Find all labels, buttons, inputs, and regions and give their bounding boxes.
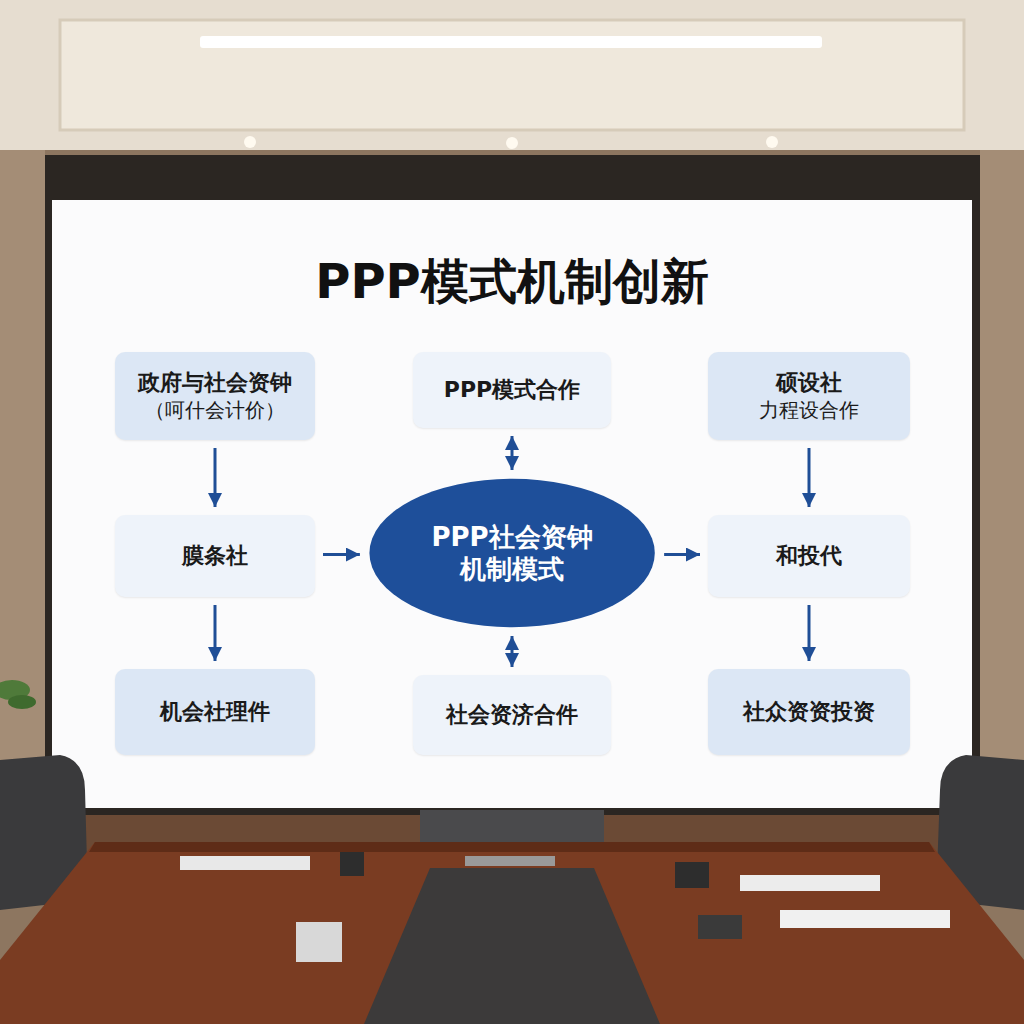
process-box: 政府与社会资钟（呵什会计价）: [115, 352, 315, 440]
node-content: 和投代: [776, 542, 842, 571]
ellipse-fill: [369, 479, 654, 628]
arrow-connector: [511, 636, 514, 667]
node-label: 机会社理件: [160, 698, 270, 727]
ellipse-shape: [368, 478, 656, 628]
process-box: 社众资资投资: [708, 669, 910, 755]
node-content: 政府与社会资钟（呵什会计价）: [138, 369, 292, 424]
node-label: 硕设社: [776, 369, 842, 398]
device: [675, 862, 709, 888]
device: [465, 856, 555, 866]
paper: [180, 856, 310, 870]
node-label: 膜条社: [182, 542, 248, 571]
node-content: 膜条社: [182, 542, 248, 571]
ceiling-light: [200, 36, 822, 48]
downlight: [244, 136, 256, 148]
title-text: PPP模式机制创新: [315, 253, 709, 309]
downlight: [506, 137, 518, 149]
process-box: PPP模式合作: [413, 352, 611, 428]
device: [340, 852, 364, 876]
arrow-connector: [214, 605, 217, 661]
paper: [740, 875, 880, 891]
process-box: 硕设社力程设合作: [708, 352, 910, 440]
arrow-connector: [808, 605, 811, 661]
node-content: 硕设社力程设合作: [759, 369, 859, 424]
device: [296, 922, 342, 962]
screen: [52, 200, 972, 808]
arrow-connector: [808, 448, 811, 507]
table: [0, 842, 1024, 1024]
device: [698, 915, 742, 939]
node-label: 社会资济合件: [446, 701, 578, 730]
node-label: PPP模式合作: [444, 376, 580, 405]
wall-panel: [980, 150, 1024, 850]
node-label: PPP社会资钟 机制模式: [420, 521, 605, 586]
node-label: 社众资资投资: [743, 698, 875, 727]
center-ellipse: PPP社会资钟 机制模式: [368, 478, 656, 628]
wall-panel: [0, 150, 45, 850]
arrow-connector: [323, 553, 360, 556]
downlight: [766, 136, 778, 148]
wall: [0, 150, 1024, 1024]
ceiling: [0, 0, 1024, 160]
node-content: PPP模式合作: [444, 376, 580, 405]
screen-frame: [45, 155, 980, 815]
node-sublabel: 力程设合作: [759, 397, 859, 423]
process-box: 机会社理件: [115, 669, 315, 755]
arrow-connector: [664, 553, 700, 556]
arrow-connector: [214, 448, 217, 507]
node-content: 机会社理件: [160, 698, 270, 727]
process-box: 社会资济合件: [413, 675, 611, 755]
table-edge: [89, 842, 935, 852]
plant: [8, 695, 36, 709]
node-label: 政府与社会资钟: [138, 369, 292, 398]
table-inlay: [364, 868, 660, 1024]
node-content: 社众资资投资: [743, 698, 875, 727]
arrow-connector: [511, 436, 514, 470]
node-content: PPP社会资钟 机制模式: [420, 521, 605, 586]
ceiling-coffer: [60, 20, 964, 130]
paper: [780, 910, 950, 928]
process-box: 膜条社: [115, 515, 315, 597]
process-box: 和投代: [708, 515, 910, 597]
node-content: 社会资济合件: [446, 701, 578, 730]
node-label: 和投代: [776, 542, 842, 571]
node-sublabel: （呵什会计价）: [145, 397, 285, 423]
diagram-title: PPP模式机制创新: [0, 250, 1024, 314]
